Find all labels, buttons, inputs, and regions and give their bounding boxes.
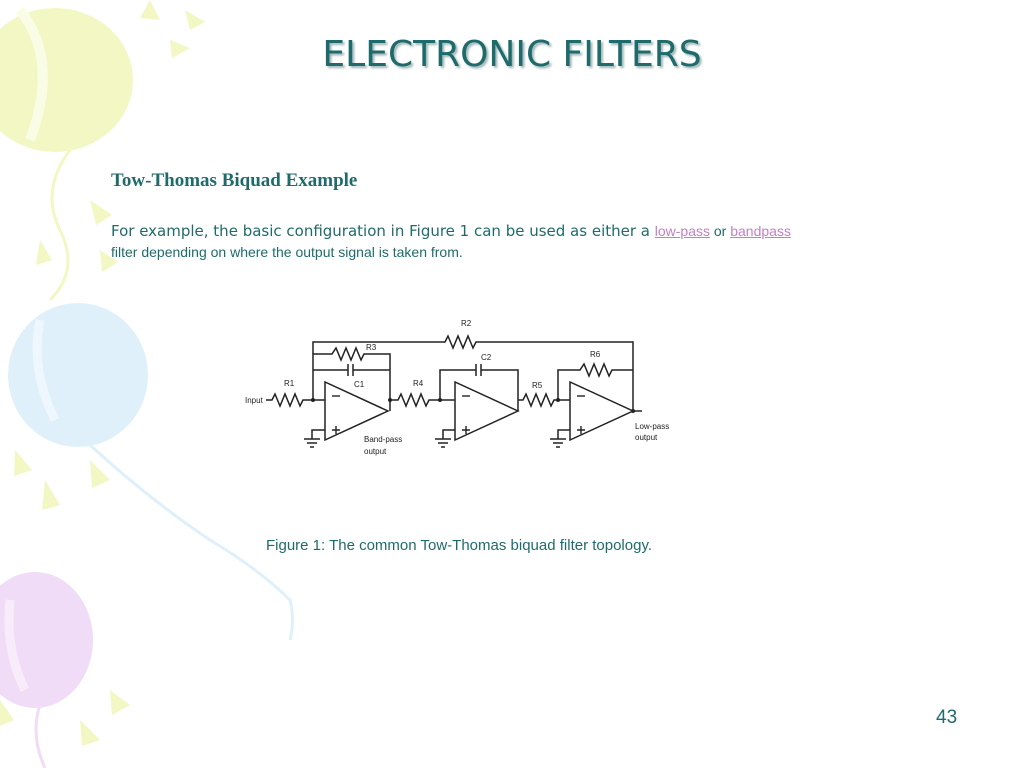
input-label: Input	[245, 396, 264, 405]
sparkle-shape	[0, 700, 14, 726]
r5-label: R5	[532, 381, 543, 390]
c1-label: C1	[354, 380, 365, 389]
capacitor-c2	[439, 364, 519, 411]
bandpass-label-2: output	[364, 447, 387, 456]
r1-label: R1	[284, 379, 295, 388]
sparkle-shape	[110, 690, 130, 715]
node-dot	[556, 398, 560, 402]
opamp-2-plus	[462, 426, 470, 434]
sparkle-shape	[170, 40, 190, 58]
sparkle-shape	[100, 250, 118, 272]
sparkle-shape	[80, 720, 100, 746]
resistor-r1	[266, 392, 325, 408]
yellow-balloon-string	[48, 149, 72, 302]
node-dot	[438, 398, 442, 402]
paragraph-line-2: filter depending on where the output sig…	[111, 244, 463, 260]
resistor-r2	[312, 334, 634, 411]
yellow-balloon-highlight	[16, 6, 48, 142]
resistor-r4	[390, 392, 455, 408]
ground-1	[304, 429, 325, 448]
sparkle-shape	[185, 10, 205, 30]
sparkle-shape	[90, 200, 112, 225]
opamp-2	[454, 380, 520, 442]
opamp-3	[569, 380, 635, 442]
node-dot	[311, 398, 315, 402]
yellow-balloon	[0, 8, 133, 152]
bandpass-link[interactable]: bandpass	[730, 223, 791, 239]
r6-label: R6	[590, 350, 601, 359]
capacitor-c1	[313, 364, 390, 376]
blue-balloon-highlight	[32, 319, 60, 423]
lowpass-link[interactable]: low-pass	[654, 223, 710, 239]
resistor-r3	[312, 346, 391, 411]
lowpass-label-2: output	[635, 433, 658, 442]
sparkle-shape	[140, 0, 160, 20]
opamp-3-plus	[577, 426, 585, 434]
purple-balloon-string	[34, 704, 47, 768]
paragraph-or-text: or	[710, 223, 731, 239]
paragraph-lead-text: For example, the basic configuration in …	[111, 222, 655, 240]
r3-label: R3	[366, 343, 377, 352]
purple-balloon-highlight	[4, 599, 30, 693]
ground-3	[550, 429, 570, 448]
bandpass-label-1: Band-pass	[364, 435, 402, 444]
r2-label: R2	[461, 319, 472, 328]
node-dot	[388, 398, 392, 402]
paragraph-line-1: For example, the basic configuration in …	[111, 221, 931, 242]
lowpass-label-1: Low-pass	[635, 422, 669, 431]
sparkle-shape	[14, 450, 32, 476]
opamp-1	[324, 380, 390, 442]
sparkle-shape	[42, 480, 60, 510]
tow-thomas-circuit-diagram: Input R1 R2 R3 C1 R4 C2 R5 R6 Band-pass …	[245, 319, 669, 456]
resistor-r5	[518, 392, 570, 408]
slide-subtitle: Tow-Thomas Biquad Example	[111, 170, 358, 191]
figure-caption: Figure 1: The common Tow-Thomas biquad f…	[265, 537, 653, 554]
c2-label: C2	[481, 353, 492, 362]
ground-2	[435, 429, 455, 448]
sparkle-shape	[36, 240, 52, 265]
node-dot	[631, 409, 635, 413]
blue-balloon	[8, 303, 148, 447]
sparkle-shape	[90, 460, 110, 488]
opamp-1-plus	[332, 426, 340, 434]
body-paragraph: For example, the basic configuration in …	[111, 221, 931, 262]
resistor-r6	[557, 362, 633, 400]
slide-title: ELECTRONIC FILTERS	[322, 34, 702, 75]
r4-label: R4	[413, 379, 424, 388]
slide-number: 43	[936, 707, 958, 728]
purple-balloon	[0, 572, 93, 708]
blue-balloon-string	[88, 443, 294, 641]
